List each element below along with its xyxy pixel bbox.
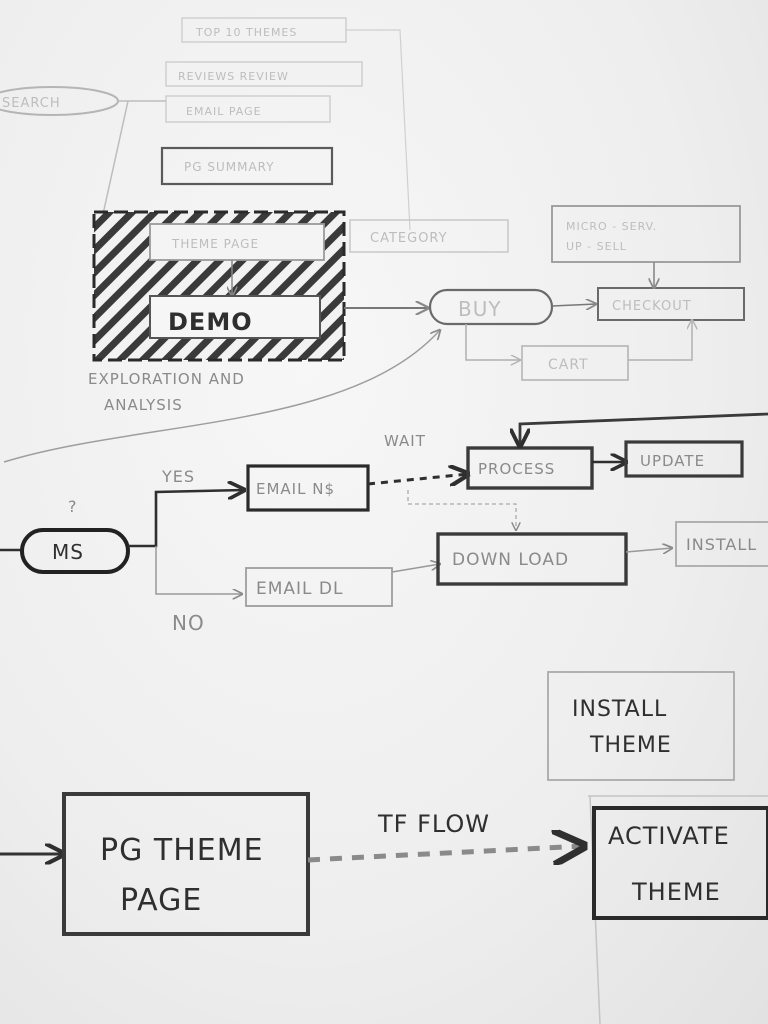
node-install-theme-1: INSTALL: [572, 697, 667, 722]
node-email-ns: EMAIL N$: [256, 480, 335, 498]
node-install-partial: INSTALL: [686, 535, 757, 554]
node-email-dl: EMAIL DL: [256, 579, 344, 599]
node-cart: CART: [548, 357, 589, 373]
node-update: UPDATE: [640, 452, 705, 470]
node-search-label: SEARCH: [2, 96, 61, 111]
node-buy: BUY: [458, 297, 502, 321]
node-micro-serv-2: UP - SELL: [566, 240, 627, 253]
label-tf-flow: TF FLOW: [377, 810, 490, 838]
node-top2: REVIEWS REVIEW: [178, 70, 289, 83]
node-pg-summary: PG SUMMARY: [184, 160, 275, 174]
node-process: PROCESS: [478, 460, 555, 478]
node-download: DOWN LOAD: [452, 550, 569, 570]
node-theme-page: THEME PAGE: [171, 237, 259, 251]
node-category: CATEGORY: [370, 231, 448, 246]
node-top3: EMAIL PAGE: [186, 105, 262, 118]
node-pg-theme-2: PAGE: [120, 883, 202, 918]
label-no: NO: [172, 611, 205, 635]
node-top1: TOP 10 THEMES: [195, 26, 297, 39]
node-ms: MS: [52, 540, 84, 564]
node-micro-serv-1: MICRO - SERV.: [566, 220, 657, 233]
node-demo: DEMO: [168, 308, 253, 336]
label-exploration-1: EXPLORATION AND: [88, 370, 245, 388]
label-yes: YES: [161, 467, 195, 486]
node-activate-2: THEME: [631, 878, 721, 906]
demo-block: THEME PAGE DEMO: [92, 210, 346, 362]
label-wait: WAIT: [384, 432, 426, 450]
label-exploration-2: ANALYSIS: [104, 396, 183, 414]
node-activate-1: ACTIVATE: [608, 822, 730, 850]
node-install-theme-2: THEME: [589, 733, 672, 758]
bottom-section: INSTALL THEME PG THEME PAGE TF FLOW ACTI…: [0, 671, 768, 1024]
node-checkout: CHECKOUT: [612, 299, 692, 314]
decision-section: ? MS YES NO EMAIL N$ EMAIL DL WAIT PROCE…: [0, 412, 768, 635]
node-pg-theme-1: PG THEME: [100, 833, 264, 868]
buy-section: BUY CHECKOUT MICRO - SERV. UP - SELL CAR…: [3, 205, 745, 463]
label-question: ?: [68, 497, 78, 516]
